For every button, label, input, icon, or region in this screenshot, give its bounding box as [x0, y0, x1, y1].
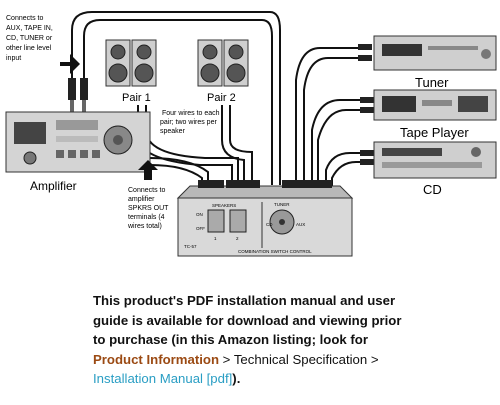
amp-note-line: terminals (4 — [128, 214, 165, 221]
svg-text:AUX, TAPE IN,: AUX, TAPE IN, — [6, 25, 53, 32]
amp-note-line: amplifier — [128, 196, 155, 203]
rca-plugs — [68, 78, 88, 112]
svg-text:Connects to: Connects to — [6, 15, 43, 22]
amp-note-line: wires total) — [127, 223, 162, 230]
combination-switch-box — [176, 180, 354, 257]
svg-text:CD, TUNER or: CD, TUNER or — [6, 35, 53, 42]
source-note-line: other line level — [6, 45, 52, 52]
technical-specification-link[interactable]: Technical Specification — [233, 351, 368, 367]
breadcrumb-separator: > — [367, 351, 379, 367]
on-label: ON — [196, 212, 203, 217]
panel-footer-label: COMBINATION SWITCH CONTROL — [238, 249, 312, 254]
svg-text:Four wires to each: Four wires to each — [162, 110, 220, 117]
svg-text:terminals (4: terminals (4 — [128, 214, 165, 221]
wires-note-line: pair; two wires per — [160, 119, 217, 126]
off-label: OFF — [196, 226, 205, 231]
source-note-line: input — [6, 55, 21, 62]
input-aux-label: AUX — [296, 222, 305, 227]
tape-player-label: Tape Player — [400, 125, 469, 140]
breadcrumb-separator: > — [219, 351, 234, 367]
source-note-line: AUX, TAPE IN, — [6, 25, 53, 32]
source-note-line: CD, TUNER or — [6, 35, 53, 42]
caption-line-2: guide is available for download and view… — [93, 312, 402, 328]
amplifier-label: Amplifier — [30, 179, 77, 193]
cd-device — [373, 141, 497, 179]
svg-text:wires total): wires total) — [127, 223, 162, 230]
wires-note: Four wires to each pair; two wires per s… — [160, 110, 220, 135]
caption-line-5: Installation Manual [pdf]). — [93, 369, 493, 389]
amp-note-line: SPKRS OUT — [128, 205, 169, 212]
cd-label: CD — [423, 182, 442, 197]
svg-text:SPKRS OUT: SPKRS OUT — [128, 205, 169, 212]
amp-note-line: Connects to — [128, 187, 165, 194]
svg-text:other line level: other line level — [6, 45, 52, 52]
input-tuner-label: TUNER — [274, 202, 290, 207]
caption-line-3: to purchase (in this Amazon listing; loo… — [93, 332, 368, 347]
tuner-label: Tuner — [415, 75, 449, 90]
speaker-pair-1 — [105, 39, 157, 87]
arrow-up-icon — [138, 160, 158, 180]
tuner-device — [373, 35, 497, 71]
wiring-diagram: Connects to AUX, TAPE IN, CD, TUNER or o… — [5, 11, 497, 257]
wires-note-line: speaker — [160, 128, 186, 135]
source-connection-note: Connects to AUX, TAPE IN, CD, TUNER or o… — [6, 15, 53, 62]
caption-line-4: Product Information > Technical Specific… — [93, 350, 493, 370]
model-label: TC-57 — [184, 244, 197, 249]
tape-player-device — [373, 89, 497, 121]
source-note-line: Connects to — [6, 15, 43, 22]
speakers-label: SPEAKERS — [212, 203, 236, 208]
speaker-pair-2 — [197, 39, 249, 87]
manual-availability-caption: This product's PDF installation manual a… — [93, 291, 493, 389]
svg-text:amplifier: amplifier — [128, 196, 155, 203]
source-plugs — [358, 44, 374, 165]
input-cd-label: CD — [266, 222, 273, 227]
pair2-label: Pair 2 — [207, 92, 236, 104]
button-1-label: 1 — [214, 236, 217, 241]
caption-line-1: This product's PDF installation manual a… — [93, 293, 396, 308]
svg-text:speaker: speaker — [160, 128, 186, 135]
amplifier-device — [5, 111, 151, 173]
button-2-label: 2 — [236, 236, 239, 241]
installation-manual-link[interactable]: Installation Manual [pdf] — [93, 371, 233, 386]
caption-tail: ). — [232, 371, 241, 386]
amp-connection-note: Connects to amplifier SPKRS OUT terminal… — [127, 187, 169, 230]
svg-text:Connects to: Connects to — [128, 187, 165, 194]
wires-note-line: Four wires to each — [162, 110, 220, 117]
svg-text:pair; two wires per: pair; two wires per — [160, 119, 217, 126]
product-information-link[interactable]: Product Information — [93, 351, 220, 367]
switch-panel-text: SPEAKERS ON OFF 1 2 TC-57 TUNER CD AUX C… — [184, 202, 312, 254]
arrow-right-icon — [60, 54, 80, 74]
svg-text:input: input — [6, 55, 21, 62]
pair1-label: Pair 1 — [122, 92, 151, 104]
